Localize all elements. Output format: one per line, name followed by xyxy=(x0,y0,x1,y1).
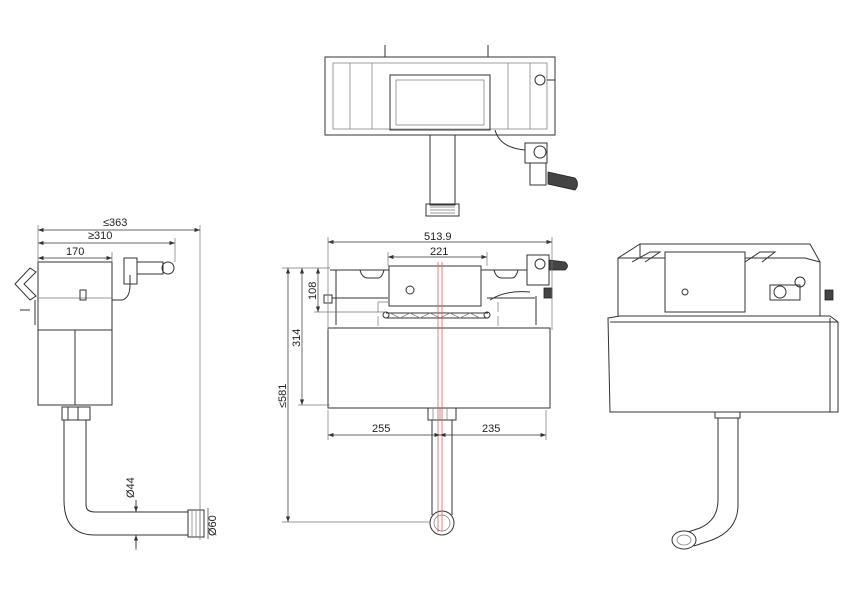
dim-total-height-max: ≤581 xyxy=(277,384,289,408)
dim-side-cistern-depth: 170 xyxy=(66,246,84,258)
dim-side-overall-max: ≤363 xyxy=(103,217,127,229)
dim-right-offset: 235 xyxy=(482,423,500,435)
dim-front-width: 513.9 xyxy=(424,231,452,243)
dim-tank-height: 314 xyxy=(291,329,303,347)
dim-upper-height: 108 xyxy=(307,282,319,300)
dim-left-offset: 255 xyxy=(372,423,390,435)
front-view xyxy=(282,237,568,536)
dim-frame-width: 221 xyxy=(430,246,448,258)
side-view xyxy=(14,225,209,550)
isometric-view xyxy=(607,243,839,550)
dim-pipe-diameter: Ø44 xyxy=(125,477,137,498)
dim-outlet-diameter: Ø60 xyxy=(207,515,219,536)
dim-side-overall-min: ≥310 xyxy=(88,230,112,242)
top-view xyxy=(324,45,578,217)
